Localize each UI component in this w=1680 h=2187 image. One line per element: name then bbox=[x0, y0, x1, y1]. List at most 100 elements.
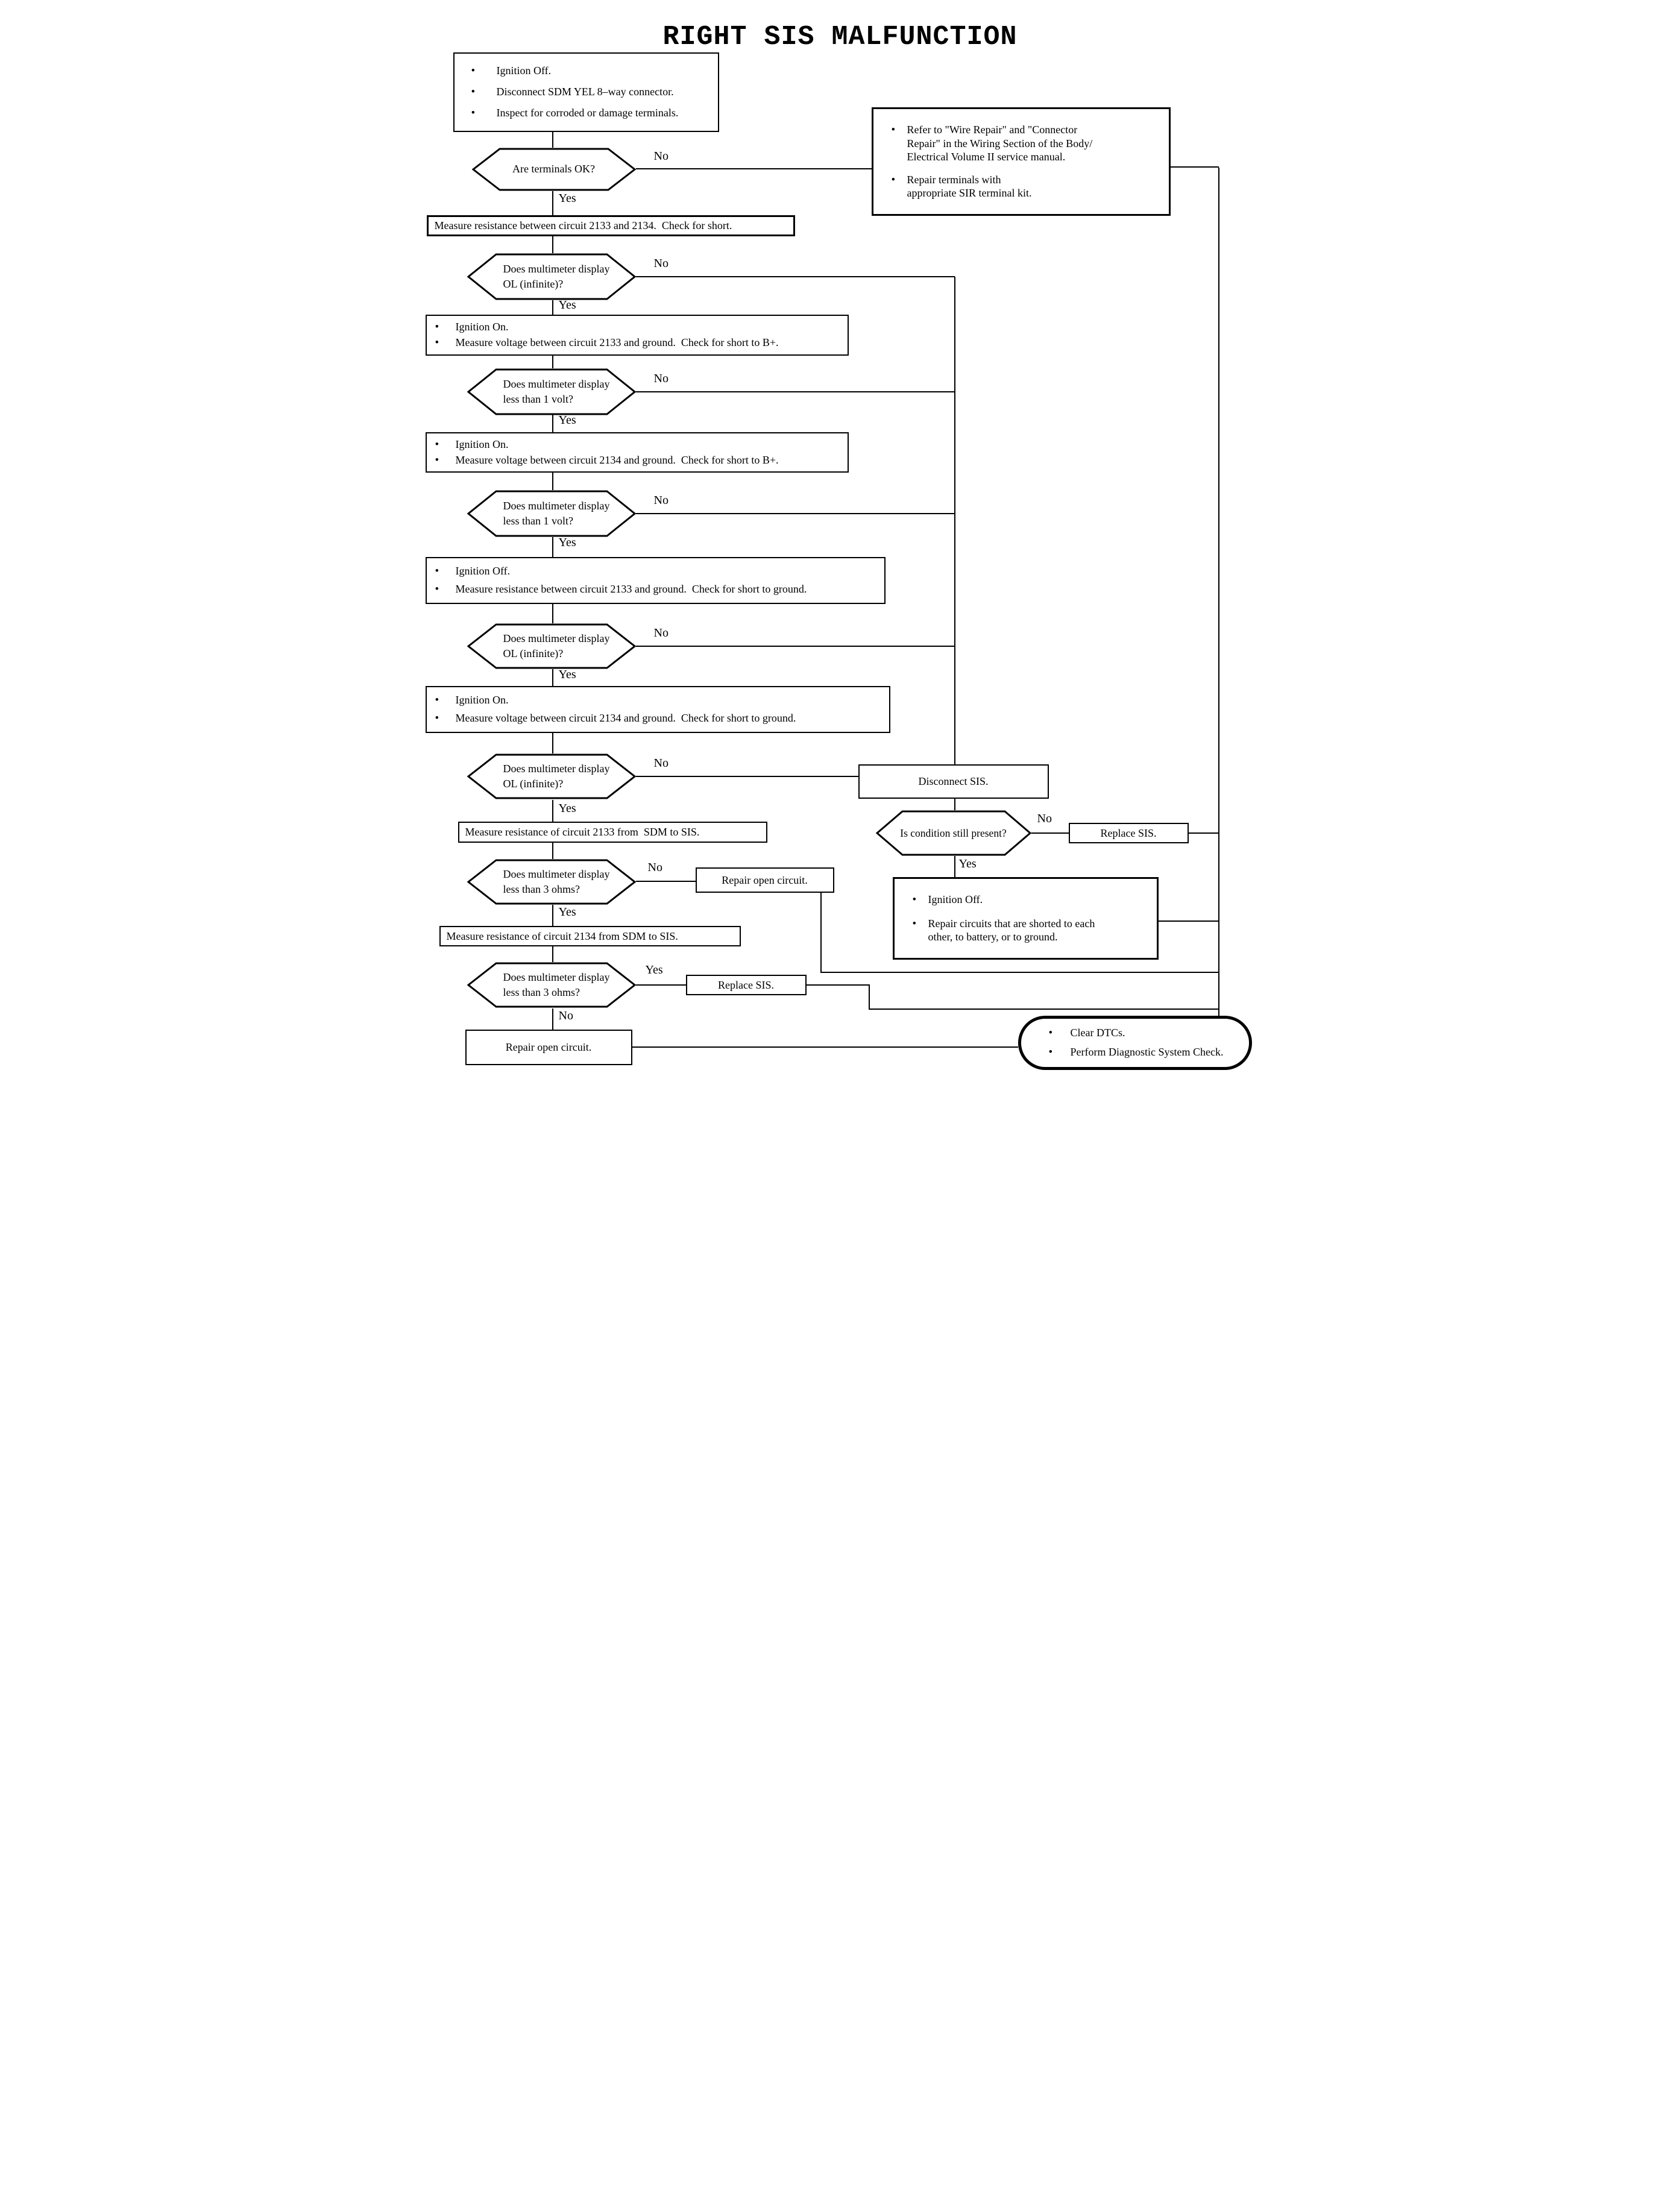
connector-line bbox=[635, 513, 955, 514]
decision-text: Does multimeter display bbox=[503, 499, 610, 512]
edge-label-yes: Yes bbox=[558, 414, 576, 427]
edge-label-yes: Yes bbox=[558, 802, 576, 815]
decision-text: less than 3 ohms? bbox=[503, 986, 580, 998]
edge-label-yes: Yes bbox=[645, 963, 663, 977]
terminal-clear-dtcs: Clear DTCs. Perform Diagnostic System Ch… bbox=[1018, 1016, 1252, 1070]
decision-text: OL (infinite)? bbox=[503, 647, 564, 659]
edge-label-no: No bbox=[653, 494, 669, 507]
process-voltage-2134-bplus: Ignition On. Measure voltage between cir… bbox=[425, 432, 849, 473]
process-resistance-2133-sdm-sis: Measure resistance of circuit 2133 from … bbox=[458, 822, 767, 843]
hexagon-shape bbox=[467, 490, 636, 537]
connector-line bbox=[552, 537, 553, 557]
connector-line bbox=[954, 856, 955, 877]
hexagon-shape bbox=[471, 148, 636, 191]
decision-text: less than 3 ohms? bbox=[503, 883, 580, 895]
list-item-text: Repair terminals with appropriate SIR te… bbox=[907, 173, 1032, 200]
list-item: Repair circuits that are shorted to each… bbox=[913, 917, 1153, 944]
connector-line bbox=[635, 984, 686, 986]
list-item-text: Clear DTCs. bbox=[1070, 1027, 1125, 1039]
connector-line bbox=[820, 972, 1219, 973]
edge-label-no: No bbox=[653, 757, 669, 770]
edge-label-no: No bbox=[653, 149, 669, 163]
list-item: Repair terminals with appropriate SIR te… bbox=[892, 173, 1165, 200]
decision-text: Does multimeter display bbox=[503, 762, 610, 775]
process-resistance-2134-sdm-sis: Measure resistance of circuit 2134 from … bbox=[439, 926, 741, 946]
edge-label-no: No bbox=[653, 372, 669, 385]
process-replace-sis-1: Replace SIS. bbox=[1068, 823, 1189, 843]
connector-line bbox=[552, 905, 553, 926]
hexagon-shape bbox=[467, 253, 636, 300]
process-replace-sis-2: Replace SIS. bbox=[685, 975, 807, 995]
connector-line bbox=[954, 799, 955, 810]
decision-text: Are terminals OK? bbox=[512, 163, 595, 175]
connector-line bbox=[1218, 168, 1219, 1016]
list-item: Disconnect SDM YEL 8–way connector. bbox=[471, 85, 714, 99]
list-item-text: Refer to "Wire Repair" and "Connector Re… bbox=[907, 124, 1093, 163]
decision-text: Does multimeter display bbox=[503, 632, 610, 644]
decision-condition-still-present: Is condition still present? bbox=[875, 810, 1031, 856]
connector-line bbox=[552, 356, 553, 368]
list-item: Ignition On. bbox=[435, 693, 886, 708]
process-repair-shorted-circuits: Ignition Off. Repair circuits that are s… bbox=[892, 877, 1159, 960]
connector-line bbox=[552, 236, 553, 253]
list-item: Measure voltage between circuit 2133 and… bbox=[435, 336, 844, 350]
decision-text: Does multimeter display bbox=[503, 867, 610, 880]
connector-line bbox=[1031, 832, 1069, 834]
process-text: Disconnect SIS. bbox=[918, 775, 989, 788]
list-item-text: Inspect for corroded or damage terminals… bbox=[496, 107, 679, 119]
edge-label-yes: Yes bbox=[558, 536, 576, 549]
list-item-text: Disconnect SDM YEL 8–way connector. bbox=[496, 86, 674, 98]
list-item-text: Ignition On. bbox=[455, 438, 509, 450]
connector-line bbox=[552, 300, 553, 315]
list-item: Ignition Off. bbox=[471, 64, 714, 78]
hexagon-shape bbox=[467, 859, 636, 905]
decision-text: less than 1 volt? bbox=[503, 393, 573, 405]
decision-text: Is condition still present? bbox=[900, 826, 1007, 839]
connector-line bbox=[806, 984, 870, 986]
list-item-text: Perform Diagnostic System Check. bbox=[1070, 1046, 1224, 1059]
list-item: Measure voltage between circuit 2134 and… bbox=[435, 453, 844, 468]
decision-text: less than 1 volt? bbox=[503, 515, 573, 527]
process-voltage-2133-bplus: Ignition On. Measure voltage between cir… bbox=[425, 315, 849, 356]
process-voltage-2134-ground: Ignition On. Measure voltage between cir… bbox=[425, 686, 890, 733]
edge-label-yes: Yes bbox=[558, 298, 576, 312]
hexagon-shape bbox=[467, 623, 636, 669]
list-item-text: Repair circuits that are shorted to each… bbox=[928, 917, 1095, 943]
page-title: RIGHT SIS MALFUNCTION bbox=[662, 22, 1018, 52]
list-item: Clear DTCs. bbox=[1049, 1026, 1245, 1040]
edge-label-yes: Yes bbox=[558, 905, 576, 919]
decision-text: OL (infinite)? bbox=[503, 778, 564, 790]
connector-line bbox=[552, 604, 553, 623]
decision-text: Does multimeter display bbox=[503, 971, 610, 983]
list-item: Measure voltage between circuit 2134 and… bbox=[435, 711, 886, 726]
process-start: Ignition Off. Disconnect SDM YEL 8–way c… bbox=[453, 52, 719, 132]
connector-line bbox=[1158, 920, 1219, 922]
edge-label-yes: Yes bbox=[558, 192, 576, 205]
edge-label-yes: Yes bbox=[958, 857, 977, 870]
decision-are-terminals-ok: Are terminals OK? bbox=[471, 148, 636, 191]
connector-line bbox=[954, 277, 955, 764]
connector-line bbox=[635, 391, 955, 392]
connector-line bbox=[552, 473, 553, 490]
process-text: Measure resistance of circuit 2134 from … bbox=[446, 930, 678, 942]
decision-text: Does multimeter display bbox=[503, 377, 610, 390]
process-repair-open-circuit-2: Repair open circuit. bbox=[465, 1030, 632, 1065]
list-item: Ignition On. bbox=[435, 320, 844, 335]
connector-line bbox=[552, 800, 553, 822]
connector-line bbox=[552, 946, 553, 962]
connector-line bbox=[632, 1046, 1018, 1048]
list-item: Perform Diagnostic System Check. bbox=[1049, 1045, 1245, 1060]
process-text: Replace SIS. bbox=[718, 978, 774, 991]
process-repair-open-circuit-1: Repair open circuit. bbox=[695, 867, 834, 893]
list-item-text: Ignition Off. bbox=[496, 65, 552, 77]
process-refer-wire-repair: Refer to "Wire Repair" and "Connector Re… bbox=[871, 107, 1171, 216]
connector-line bbox=[1188, 832, 1219, 834]
hexagon-shape bbox=[467, 754, 636, 799]
decision-text: OL (infinite)? bbox=[503, 278, 564, 290]
decision-less-1volt-1: Does multimeter display less than 1 volt? bbox=[467, 368, 636, 415]
decision-ol-infinite-2: Does multimeter display OL (infinite)? bbox=[467, 623, 636, 669]
connector-line bbox=[552, 1009, 553, 1030]
connector-line bbox=[820, 893, 822, 972]
list-item-text: Ignition Off. bbox=[455, 565, 511, 577]
process-text: Measure resistance between circuit 2133 … bbox=[434, 219, 732, 232]
